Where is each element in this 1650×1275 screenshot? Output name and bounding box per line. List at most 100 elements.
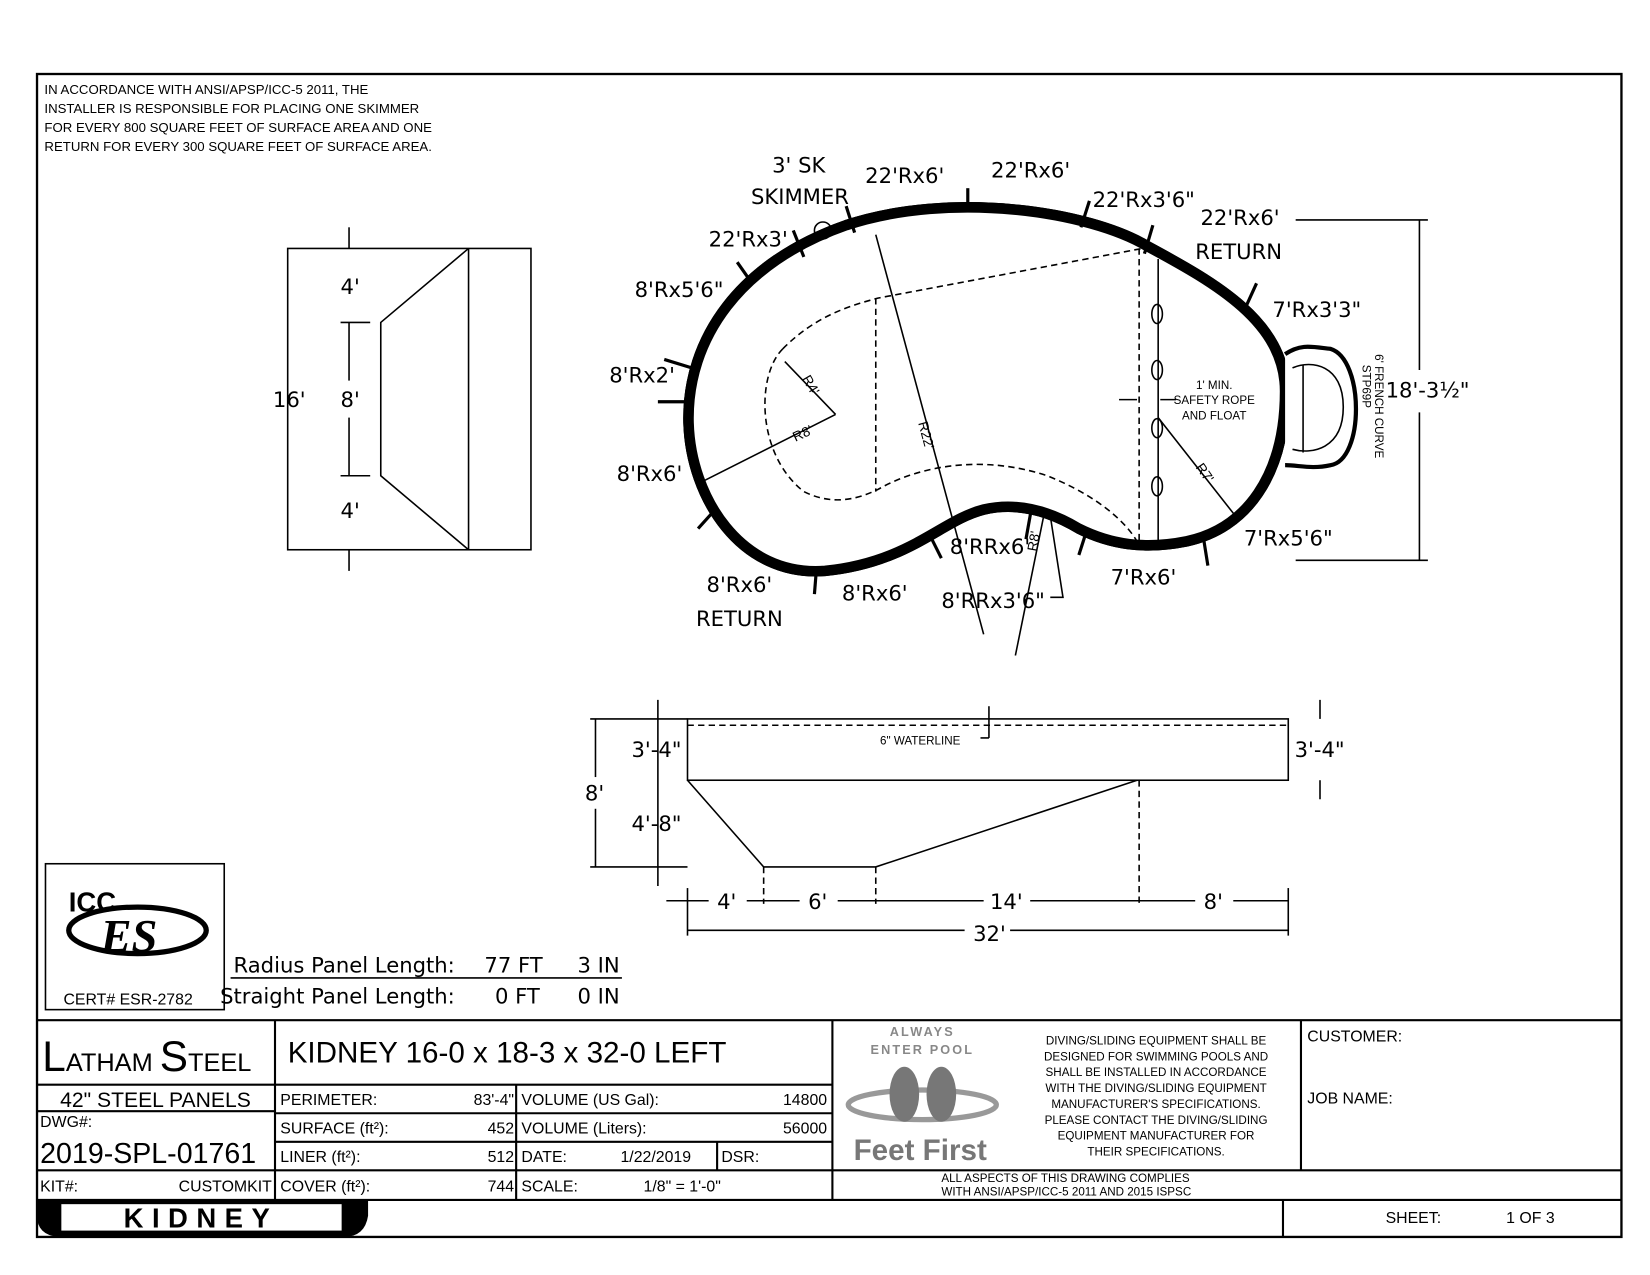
radius-panel-in: 3 IN — [578, 953, 620, 978]
spec-value: 452 — [488, 1120, 515, 1137]
spec-value: 14800 — [783, 1092, 827, 1109]
panel-label: 22'Rx6' — [991, 158, 1070, 183]
dwg-label: DWG#: — [40, 1114, 92, 1131]
panel-label: 22'Rx6' — [1200, 205, 1279, 230]
compliance-note: WITH ANSI/APSP/ICC-5 2011 AND 2015 ISPSC — [941, 1186, 1191, 1199]
shallow-depth-left: 3'-4" — [631, 737, 681, 762]
panel-label: 22'Rx6' — [865, 163, 944, 188]
deep-depth: 4'-8" — [631, 811, 681, 836]
panel-label: 8'RRx6' — [950, 534, 1030, 559]
panel-label: RETURN — [1195, 239, 1282, 264]
panel-label: 7'Rx6' — [1111, 565, 1177, 590]
spec-label: VOLUME (Liters): — [521, 1120, 646, 1137]
installer-note: IN ACCORDANCE WITH ANSI/APSP/ICC-5 2011,… — [44, 82, 432, 154]
spec-label: DATE: — [521, 1149, 567, 1166]
note-line: RETURN FOR EVERY 300 SQUARE FEET OF SURF… — [44, 139, 431, 154]
feet-first-logo: ALWAYS ENTER POOL Feet First — [845, 1025, 999, 1167]
panel-label: RETURN — [696, 606, 783, 631]
panel-label: 8'Rx6' — [842, 581, 908, 606]
overall-width: 18'-3½" — [1386, 378, 1470, 403]
svg-text:DESIGNED FOR SWIMMING POOLS AN: DESIGNED FOR SWIMMING POOLS AND — [1044, 1050, 1268, 1063]
svg-text:ALWAYS: ALWAYS — [890, 1025, 955, 1039]
dim-total: 16' — [273, 387, 306, 412]
radius-label: R8' — [1025, 530, 1043, 552]
spec-value: 512 — [488, 1149, 515, 1166]
compliance-note: ALL ASPECTS OF THIS DRAWING COMPLIES — [941, 1172, 1190, 1185]
spec-label: DSR: — [721, 1149, 759, 1166]
dim-top: 4' — [341, 274, 360, 299]
panel-label: 7'Rx5'6" — [1244, 526, 1333, 551]
panel-label: 8'Rx2' — [609, 363, 675, 388]
pool-elevation: 6" WATERLINE 8' 3'-4" 3'-4" 4'-8" 4' 6' … — [585, 699, 1345, 946]
waterline-label: 6" WATERLINE — [880, 734, 961, 747]
panel-label: 22'Rx3' — [709, 226, 788, 251]
kit-label: KIT#: — [40, 1178, 78, 1195]
rope-note: AND FLOAT — [1182, 410, 1246, 423]
diving-notice: DIVING/SLIDING EQUIPMENT SHALL BE DESIGN… — [1044, 1035, 1268, 1159]
steps-model: STP69P — [1359, 365, 1372, 409]
svg-text:EQUIPMENT MANUFACTURER FOR: EQUIPMENT MANUFACTURER FOR — [1058, 1130, 1255, 1143]
spec-value: 83'-4" — [474, 1092, 514, 1109]
job-name-label: JOB NAME: — [1307, 1091, 1393, 1108]
rope-note: SAFETY ROPE — [1174, 394, 1255, 407]
steps-label: 6' FRENCH CURVE — [1372, 354, 1385, 458]
panel-labels: 3' SK SKIMMER 22'Rx6' 22'Rx6' 22'Rx3'6" … — [609, 152, 1361, 631]
spec-table: PERIMETER: 83'-4" VOLUME (US Gal): 14800… — [280, 1092, 827, 1196]
es-text: ES — [99, 912, 157, 963]
panel-label: 22'Rx3'6" — [1093, 187, 1195, 212]
shallow-depth-right: 3'-4" — [1295, 737, 1345, 762]
panel-label: SKIMMER — [751, 184, 849, 209]
panel-lengths: Radius Panel Length: 77 FT 3 IN Straight… — [220, 953, 622, 1008]
radius-panel-label: Radius Panel Length: — [234, 953, 455, 978]
svg-text:THEIR SPECIFICATIONS.: THEIR SPECIFICATIONS. — [1087, 1146, 1224, 1159]
kidney-badge: KIDNEY — [124, 1202, 279, 1233]
width-section: 4' 8' 4' 16' — [273, 227, 532, 571]
radius-label: R22' — [915, 420, 937, 451]
dwg-number: 2019-SPL-01761 — [40, 1138, 256, 1170]
panel-type: 42" STEEL PANELS — [60, 1089, 251, 1112]
spec-label: SURFACE (ft²): — [280, 1120, 388, 1137]
panel-label: 8'Rx6' — [707, 572, 773, 597]
straight-panel-in: 0 IN — [578, 983, 620, 1008]
spec-value: 1/22/2019 — [620, 1149, 691, 1166]
spec-label: PERIMETER: — [280, 1092, 377, 1109]
spec-value: 1/8" = 1'-0" — [644, 1178, 721, 1195]
svg-text:ENTER POOL: ENTER POOL — [871, 1043, 975, 1057]
svg-text:WITH THE DIVING/SLIDING EQUIPM: WITH THE DIVING/SLIDING EQUIPMENT — [1045, 1082, 1266, 1095]
spec-label: COVER (ft²): — [280, 1178, 370, 1195]
spec-value: 744 — [488, 1178, 515, 1195]
length-dim: 32' — [973, 921, 1006, 946]
cert-number: CERT# ESR-2782 — [63, 991, 192, 1008]
sheet-number: 1 OF 3 — [1506, 1210, 1555, 1227]
panel-label: 7'Rx3'3" — [1272, 297, 1361, 322]
panel-label: 8'RRx3'6" — [941, 588, 1045, 613]
panel-label: 3' SK — [772, 152, 826, 177]
svg-text:PLEASE CONTACT THE DIVING/SLID: PLEASE CONTACT THE DIVING/SLIDING — [1045, 1114, 1268, 1127]
kit-value: CUSTOMKIT — [179, 1178, 272, 1195]
panel-label: 8'Rx6' — [617, 461, 683, 486]
spec-label: LINER (ft²): — [280, 1149, 360, 1166]
sheet-border — [35, 72, 1623, 1239]
svg-text:Feet First: Feet First — [854, 1134, 987, 1167]
sheet-label: SHEET: — [1386, 1210, 1442, 1227]
spec-value: 56000 — [783, 1120, 827, 1137]
segment-dim: 14' — [990, 889, 1023, 914]
rope-note: 1' MIN. — [1196, 379, 1232, 392]
straight-panel-ft: 0 FT — [495, 983, 540, 1008]
note-line: IN ACCORDANCE WITH ANSI/APSP/ICC-5 2011,… — [44, 82, 368, 97]
customer-label: CUSTOMER: — [1307, 1028, 1402, 1045]
brand-logo: LATHAM STEEL — [42, 1033, 251, 1080]
icc-es-logo: ICC ES CERT# ESR-2782 — [44, 862, 226, 1011]
spec-label: SCALE: — [521, 1178, 577, 1195]
note-line: FOR EVERY 800 SQUARE FEET OF SURFACE ARE… — [44, 120, 432, 135]
svg-text:MANUFACTURER'S SPECIFICATIONS.: MANUFACTURER'S SPECIFICATIONS. — [1051, 1098, 1260, 1111]
dim-middle: 8' — [341, 387, 360, 412]
dim-bottom: 4' — [341, 498, 360, 523]
segment-dim: 8' — [1204, 889, 1223, 914]
spec-label: VOLUME (US Gal): — [521, 1092, 658, 1109]
total-depth: 8' — [585, 780, 604, 805]
segment-dim: 4' — [717, 889, 736, 914]
pool-plan: 18'-3½" 6' FRENCH CURVE STP69P 3' SK SKI… — [609, 152, 1470, 656]
straight-panel-label: Straight Panel Length: — [220, 983, 455, 1008]
